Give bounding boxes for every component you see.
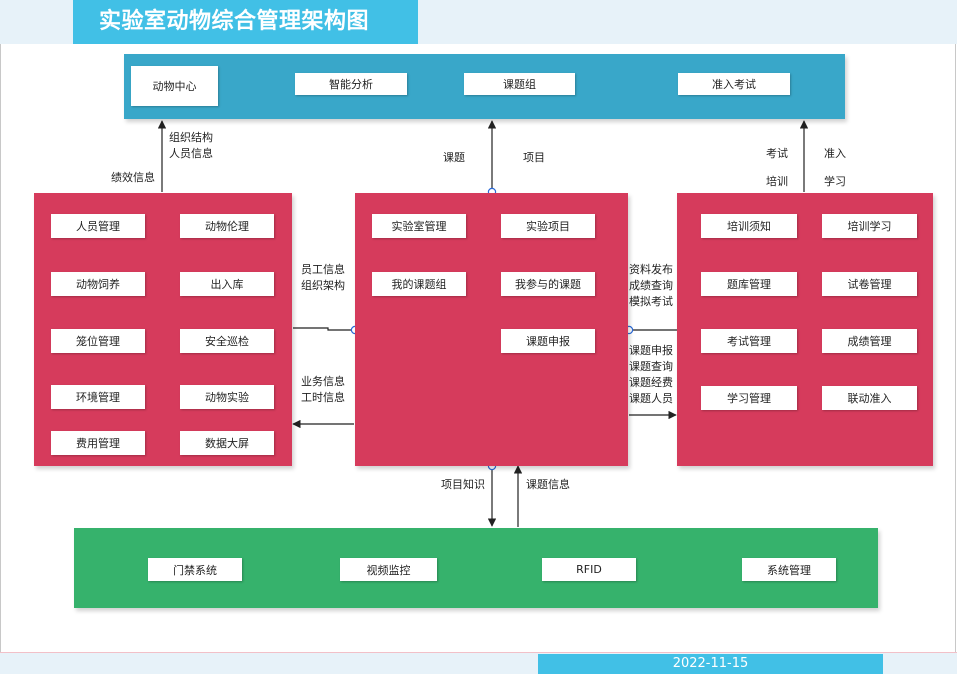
flow-label-left-up: 组织结构人员信息 bbox=[169, 131, 213, 160]
node-my-participated-projects[interactable]: 我参与的课题 bbox=[501, 272, 595, 296]
left-panel: 人员管理 动物伦理 动物饲养 出入库 笼位管理 安全巡检 环境管理 动物实验 费… bbox=[34, 193, 292, 466]
node-cost-management[interactable]: 费用管理 bbox=[51, 431, 145, 455]
node-environment-management[interactable]: 环境管理 bbox=[51, 385, 145, 409]
node-animal-feeding[interactable]: 动物饲养 bbox=[51, 272, 145, 296]
node-lab-management[interactable]: 实验室管理 bbox=[372, 214, 466, 238]
node-system-management[interactable]: 系统管理 bbox=[742, 558, 836, 581]
flow-label-center-up-project: 项目 bbox=[523, 151, 545, 164]
node-project-group[interactable]: 课题组 bbox=[464, 73, 575, 95]
flow-label-left-down: 绩效信息 bbox=[111, 171, 155, 184]
node-exam-paper-management[interactable]: 试卷管理 bbox=[822, 272, 917, 296]
center-panel: 实验室管理 实验项目 我的课题组 我参与的课题 课题申报 bbox=[355, 193, 628, 466]
node-linked-admission[interactable]: 联动准入 bbox=[822, 386, 917, 410]
node-video-surveillance[interactable]: 视频监控 bbox=[340, 558, 437, 581]
node-my-project-group[interactable]: 我的课题组 bbox=[372, 272, 466, 296]
node-animal-ethics[interactable]: 动物伦理 bbox=[180, 214, 274, 238]
flow-label-center-up-topic: 课题 bbox=[443, 151, 465, 164]
node-score-management[interactable]: 成绩管理 bbox=[822, 329, 917, 353]
node-stock-in-out[interactable]: 出入库 bbox=[180, 272, 274, 296]
node-cage-management[interactable]: 笼位管理 bbox=[51, 329, 145, 353]
node-safety-inspection[interactable]: 安全巡检 bbox=[180, 329, 274, 353]
bottom-panel: 门禁系统 视频监控 RFID 系统管理 bbox=[74, 528, 878, 608]
node-training-notice[interactable]: 培训须知 bbox=[701, 214, 797, 238]
node-data-dashboard[interactable]: 数据大屏 bbox=[180, 431, 274, 455]
flow-label-center-right-top: 资料发布成绩查询模拟考试 bbox=[629, 263, 673, 308]
date-label: 2022-11-15 bbox=[538, 654, 883, 674]
flow-label-center-right-bottom: 课题申报课题查询课题经费课题人员 bbox=[629, 344, 673, 405]
flow-label-left-center-bottom: 业务信息工时信息 bbox=[301, 375, 345, 404]
node-study-management[interactable]: 学习管理 bbox=[701, 386, 797, 410]
node-rfid[interactable]: RFID bbox=[542, 558, 636, 581]
node-experiment-project[interactable]: 实验项目 bbox=[501, 214, 595, 238]
node-project-application[interactable]: 课题申报 bbox=[501, 329, 595, 353]
node-personnel-management[interactable]: 人员管理 bbox=[51, 214, 145, 238]
node-animal-experiment[interactable]: 动物实验 bbox=[180, 385, 274, 409]
flow-label-center-in: 课题信息 bbox=[526, 478, 570, 491]
page-title: 实验室动物综合管理架构图 bbox=[73, 0, 418, 44]
flow-label-left-center-top: 员工信息组织架构 bbox=[301, 263, 345, 292]
node-animal-center[interactable]: 动物中心 bbox=[131, 66, 218, 106]
flow-label-right-up-admission: 准入学习 bbox=[824, 147, 846, 188]
node-exam-management[interactable]: 考试管理 bbox=[701, 329, 797, 353]
left-center-line bbox=[293, 327, 354, 331]
node-training-study[interactable]: 培训学习 bbox=[822, 214, 917, 238]
node-access-control[interactable]: 门禁系统 bbox=[148, 558, 242, 581]
frame-left-border bbox=[0, 44, 1, 652]
node-smart-analysis[interactable]: 智能分析 bbox=[295, 73, 407, 95]
flow-label-right-up-exam: 考试培训 bbox=[766, 147, 788, 188]
frame-right-border bbox=[955, 44, 956, 652]
flow-label-center-down: 项目知识 bbox=[441, 478, 485, 491]
top-panel: 动物中心 智能分析 课题组 准入考试 bbox=[124, 54, 845, 119]
node-admission-exam[interactable]: 准入考试 bbox=[678, 73, 790, 95]
right-panel: 培训须知 培训学习 题库管理 试卷管理 考试管理 成绩管理 学习管理 联动准入 bbox=[677, 193, 933, 466]
node-question-bank[interactable]: 题库管理 bbox=[701, 272, 797, 296]
